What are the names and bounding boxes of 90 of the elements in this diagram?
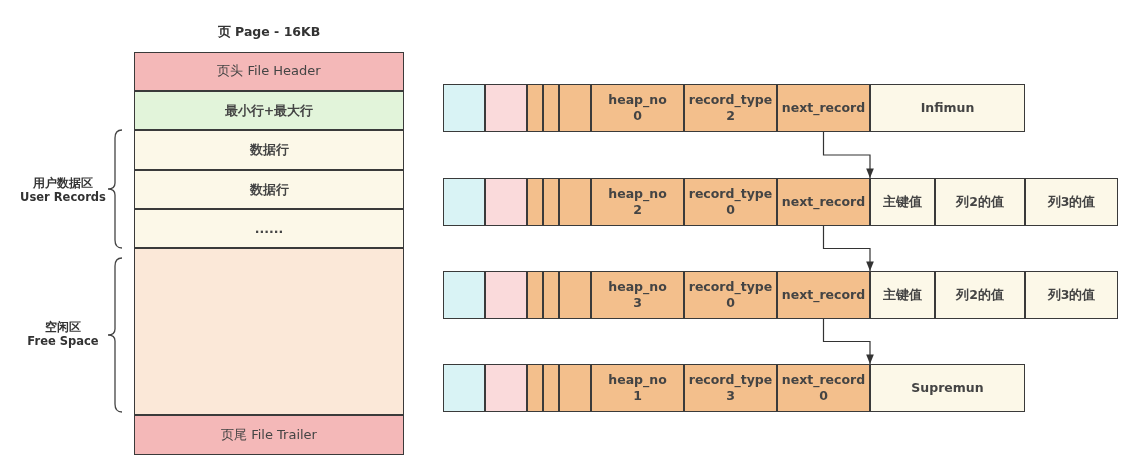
record-field <box>870 84 1025 132</box>
field-value: 0 <box>726 202 735 218</box>
field-label: heap_no <box>608 186 667 202</box>
page-section <box>134 170 404 209</box>
field-label: next_record <box>781 194 866 210</box>
field-label: 数据行 <box>249 142 289 158</box>
record-field <box>543 271 559 319</box>
field-label: Infimun <box>920 100 975 116</box>
field-label: record_type <box>688 372 773 388</box>
bracket-label: 空闲区 <box>45 319 81 335</box>
bracket-label: User Records <box>20 190 106 204</box>
record-field <box>1025 271 1118 319</box>
record-field <box>543 178 559 226</box>
record-field <box>777 178 870 226</box>
record-field <box>684 271 777 319</box>
record-field <box>777 84 870 132</box>
record-field <box>870 271 935 319</box>
record-field <box>591 271 684 319</box>
field-label: next_record <box>781 100 866 116</box>
page-section <box>134 248 404 415</box>
record-field <box>935 178 1025 226</box>
diagram-title: 页 Page - 16KB <box>217 23 321 41</box>
field-label: next_record <box>781 372 866 388</box>
record-field <box>559 84 591 132</box>
page-section <box>134 52 404 91</box>
field-label: record_type <box>688 92 773 108</box>
record-field <box>559 364 591 412</box>
record-field <box>443 271 485 319</box>
field-label: record_type <box>688 186 773 202</box>
field-value: 2 <box>726 108 735 124</box>
record-field <box>591 84 684 132</box>
field-label: 数据行 <box>249 181 289 198</box>
record-field <box>591 178 684 226</box>
field-label: heap_no <box>608 279 667 295</box>
record-field <box>543 84 559 132</box>
record-field <box>777 364 870 412</box>
bracket-label: 用户数据区 <box>33 175 93 191</box>
record-field <box>870 364 1025 412</box>
field-value: 0 <box>726 295 735 311</box>
page-section <box>134 209 404 248</box>
record-field <box>527 84 543 132</box>
page-section <box>134 415 404 455</box>
record-field <box>870 178 935 226</box>
record-field <box>543 364 559 412</box>
record-field <box>684 84 777 132</box>
field-label: 列3的值 <box>1047 194 1096 210</box>
record-field <box>485 271 527 319</box>
field-label: heap_no <box>608 92 667 108</box>
record-field <box>443 84 485 132</box>
field-value: 3 <box>633 295 642 311</box>
record-field <box>443 364 485 412</box>
record-field <box>559 178 591 226</box>
record-field <box>527 271 543 319</box>
record-field <box>485 178 527 226</box>
bracket-label: Free Space <box>27 334 99 348</box>
record-field <box>684 364 777 412</box>
record-field <box>443 178 485 226</box>
record-field <box>527 364 543 412</box>
arrow <box>822 318 874 365</box>
record-field <box>1025 178 1118 226</box>
field-label: 列3的值 <box>1047 287 1096 303</box>
arrow <box>822 131 874 179</box>
field-label: Supremun <box>911 380 984 396</box>
field-label: heap_no <box>608 372 667 388</box>
field-label: 主键值 <box>883 287 922 303</box>
record-field <box>485 364 527 412</box>
field-label: 页头 File Header <box>217 63 321 80</box>
record-field <box>591 364 684 412</box>
field-value: 0 <box>633 108 642 124</box>
record-field <box>935 271 1025 319</box>
page-section <box>134 130 404 170</box>
field-label: 最小行+最大行 <box>224 102 314 119</box>
field-label: record_type <box>688 279 773 295</box>
field-label: 页尾 File Trailer <box>221 426 317 444</box>
record-field <box>485 84 527 132</box>
record-field <box>684 178 777 226</box>
field-value: 0 <box>819 388 828 404</box>
field-label: 列2的值 <box>956 287 1004 303</box>
field-value: 3 <box>726 388 735 404</box>
field-value: 2 <box>633 202 642 218</box>
field-label: 列2的值 <box>956 194 1004 210</box>
record-field <box>559 271 591 319</box>
field-label: next_record <box>781 287 866 303</box>
field-label: ...... <box>254 220 284 237</box>
field-value: 1 <box>633 388 642 404</box>
record-field <box>527 178 543 226</box>
page-section <box>134 91 404 130</box>
field-label: 主键值 <box>883 194 922 210</box>
record-field <box>777 271 870 319</box>
arrow <box>822 225 874 272</box>
